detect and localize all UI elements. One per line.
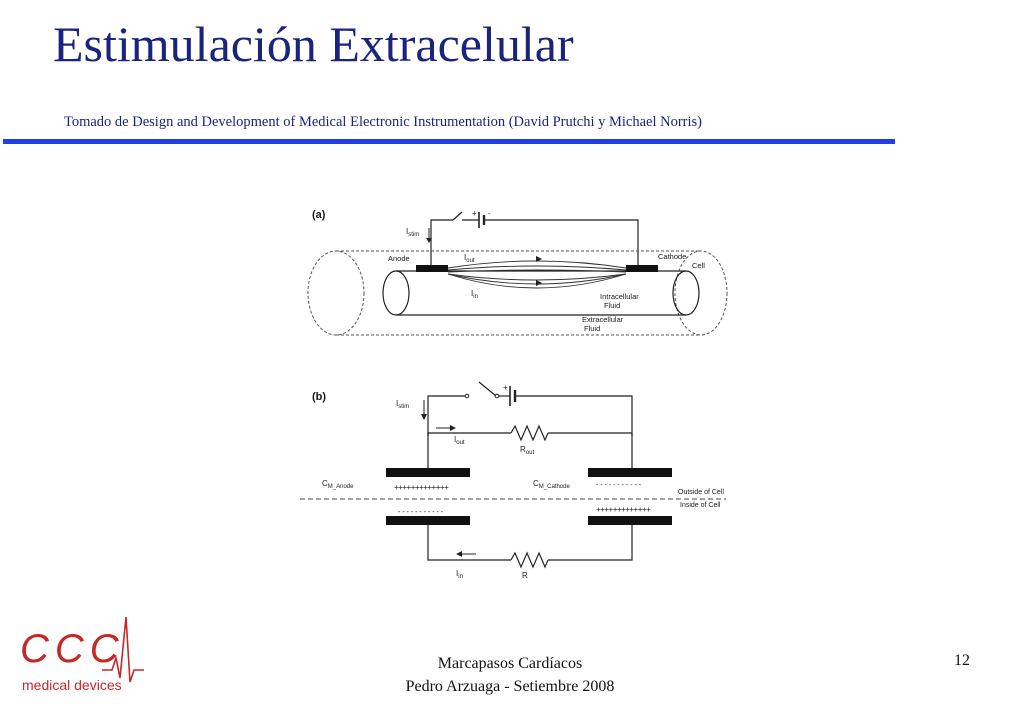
- footer-line-1: Marcapasos Cardíacos: [437, 655, 583, 672]
- cell-left-end: [382, 270, 410, 316]
- i-in-b-label: Iin: [456, 569, 463, 580]
- footer: Marcapasos Cardíacos Pedro Arzuaga - Set…: [360, 652, 660, 698]
- anode-minus-charges: - - - - - - - - - - -: [398, 509, 444, 516]
- slide-number: 12: [954, 652, 970, 669]
- cathode-plate-top: [588, 468, 672, 477]
- battery-a-minus: -: [488, 209, 491, 218]
- inside-cell-label: Inside of Cell: [680, 502, 721, 509]
- stim-wire-a: [430, 219, 453, 266]
- battery-a-plus: +: [472, 209, 477, 218]
- slide-title: Estimulación Extracelular: [53, 16, 574, 72]
- i-in-a-label: Iin: [471, 289, 478, 300]
- cathode-label: Cathode: [658, 252, 686, 261]
- i-out-current-a: [447, 260, 627, 269]
- i-stim-a-label: Istim: [406, 227, 419, 238]
- cell-right-end: [672, 270, 700, 316]
- panel-a-label: (a): [312, 209, 326, 221]
- ccc-logo: CCC medical devices: [20, 616, 144, 693]
- title-divider: [3, 139, 895, 144]
- outside-cell-label: Outside of Cell: [678, 489, 724, 496]
- cathode-minus-charges: - - - - - - - - - - -: [596, 482, 642, 489]
- cathode-electrode: [626, 265, 658, 272]
- extracellular-stimulation-figure: (a) + - Istim Anode Cathode Cell: [300, 209, 728, 580]
- anode-plate-bottom: [386, 516, 470, 525]
- outer-boundary-right: [674, 250, 728, 336]
- c-anode-label: CM_Anode: [322, 479, 354, 490]
- anode-plus-charges: +++++++++++++: [394, 483, 449, 492]
- cathode-plate-bottom: [588, 516, 672, 525]
- cathode-plus-charges: +++++++++++++: [596, 505, 651, 514]
- r-in-resistor: [510, 551, 549, 569]
- outer-boundary-left: [307, 250, 365, 336]
- i-out-b-label: Iout: [454, 435, 465, 446]
- i-in-current-a: [447, 273, 627, 281]
- cell-label: Cell: [692, 261, 705, 270]
- ecg-icon: [102, 616, 144, 683]
- panel-b: (b) + Istim Iout Rout CM_Anode CM_Cathod…: [300, 381, 726, 580]
- r-in-label: R: [522, 571, 528, 580]
- switch-b: [478, 381, 497, 397]
- anode-electrode: [416, 265, 448, 272]
- i-out-a-label: Iout: [464, 253, 475, 264]
- c-cathode-label: CM_Cathode: [533, 479, 570, 490]
- panel-a: (a) + - Istim Anode Cathode Cell: [307, 209, 728, 336]
- anode-label: Anode: [388, 254, 410, 263]
- switch-a: [452, 211, 463, 221]
- r-out-label: Rout: [520, 445, 534, 456]
- logo-tagline: medical devices: [22, 677, 122, 693]
- battery-b-plus: +: [503, 383, 508, 392]
- r-out-resistor: [510, 424, 549, 442]
- i-stim-b-label: Istim: [396, 399, 409, 410]
- anode-plate-top: [386, 468, 470, 477]
- slide-subtitle: Tomado de Design and Development of Medi…: [64, 114, 703, 130]
- panel-b-label: (b): [312, 391, 326, 403]
- logo-letters: CCC: [20, 627, 125, 671]
- footer-line-2: Pedro Arzuaga - Setiembre 2008: [405, 678, 615, 695]
